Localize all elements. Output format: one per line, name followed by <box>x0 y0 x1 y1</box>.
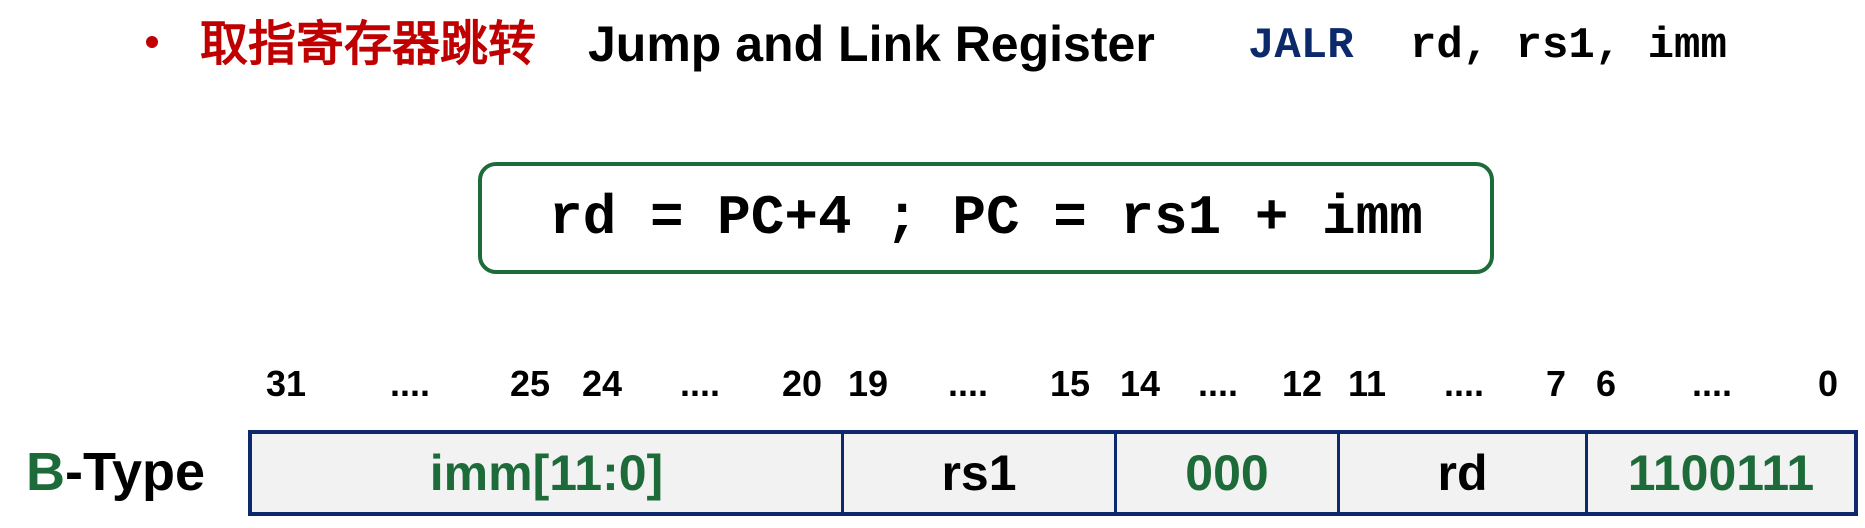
instruction-format-fields: imm[11:0] rs1 000 rd 1100111 <box>248 430 1858 516</box>
instruction-mnemonic: JALR <box>1248 21 1354 71</box>
bit-label: .... <box>1692 363 1733 404</box>
format-type-label: B-Type <box>26 440 205 504</box>
bit-label: 14 <box>1120 363 1161 404</box>
bit-label: .... <box>390 363 431 404</box>
bit-label: 31 <box>266 363 307 404</box>
field-imm: imm[11:0] <box>252 434 844 512</box>
bit-label: 25 <box>510 363 551 404</box>
bullet-dot <box>146 36 158 48</box>
bit-label: .... <box>948 363 989 404</box>
formula-box: rd = PC+4 ; PC = rs1 + imm <box>478 162 1494 274</box>
field-rs1: rs1 <box>844 434 1117 512</box>
bit-label: 12 <box>1282 363 1323 404</box>
bit-label: 7 <box>1546 363 1567 404</box>
field-funct3: 000 <box>1117 434 1340 512</box>
field-rd: rd <box>1340 434 1588 512</box>
bit-label: 20 <box>782 363 823 404</box>
bit-label: 11 <box>1348 363 1387 404</box>
field-opcode: 1100111 <box>1627 445 1815 501</box>
format-type-suffix: -Type <box>65 442 206 502</box>
format-type-letter: B <box>26 442 65 502</box>
title-english: Jump and Link Register <box>588 16 1155 72</box>
bit-label: .... <box>680 363 721 404</box>
bit-label: 0 <box>1818 363 1839 404</box>
bit-label: 6 <box>1596 363 1617 404</box>
bit-label: 24 <box>582 363 623 404</box>
title-chinese: 取指寄存器跳转 <box>200 16 537 72</box>
bit-label: 19 <box>848 363 889 404</box>
bit-label: 15 <box>1050 363 1091 404</box>
bit-label: .... <box>1444 363 1485 404</box>
bit-label: .... <box>1198 363 1239 404</box>
formula-text: rd = PC+4 ; PC = rs1 + imm <box>549 186 1423 250</box>
instruction-operands: rd, rs1, imm <box>1410 21 1727 71</box>
